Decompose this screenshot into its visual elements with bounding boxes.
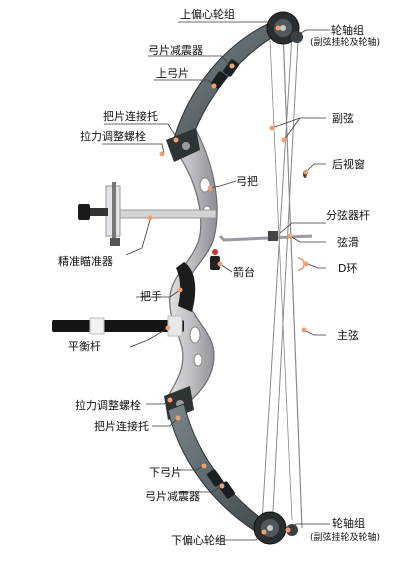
cable-a xyxy=(261,34,293,523)
leader-upper-cam xyxy=(178,21,279,29)
leader-lower-axle xyxy=(287,523,330,531)
label-main-string: 主弦 xyxy=(337,329,359,342)
label-lower-limb-damper: 弓片减震器 xyxy=(145,490,200,503)
label-upper-cam: 上偏心轮组 xyxy=(180,8,235,21)
leader-lower-cam xyxy=(216,531,265,541)
label-cable-slide: 弦滑 xyxy=(337,236,359,249)
label-lower-axle-note: (副弦挂轮及轮轴) xyxy=(310,533,381,543)
leader-upper-damper xyxy=(148,55,231,67)
leader-lower-limb xyxy=(176,465,205,471)
leader-lower-damper xyxy=(178,485,223,493)
cable-guard-rod xyxy=(218,231,313,242)
label-lower-axle-group: 轮轴组 xyxy=(332,517,365,530)
label-riser: 弓把 xyxy=(236,175,258,188)
label-cable-guard: 分弦器杆 xyxy=(326,209,370,222)
label-upper-tension-bolt: 拉力调整螺栓 xyxy=(80,130,146,143)
upper-limb-pocket xyxy=(166,128,200,162)
cable-b xyxy=(271,39,299,531)
leader-peep xyxy=(305,163,326,173)
lower-cam xyxy=(253,511,298,545)
leader-upper-pocket xyxy=(104,123,179,141)
label-lower-limb-pocket: 把片连接托 xyxy=(94,420,149,433)
leader-d-loop xyxy=(307,263,326,269)
label-lower-cam: 下偏心轮组 xyxy=(171,534,226,547)
label-sight: 精准瞄准器 xyxy=(58,255,113,268)
bow-strings xyxy=(261,29,303,531)
label-d-loop: D环 xyxy=(338,262,358,275)
leader-cable-guard xyxy=(279,222,326,234)
leader-stabilizer xyxy=(129,327,169,348)
leader-lower-pocket xyxy=(152,417,179,427)
label-arrow-rest: 箭台 xyxy=(233,266,255,279)
leader-sight xyxy=(125,219,151,256)
label-upper-limb: 上弓片 xyxy=(156,67,189,80)
leader-main-string xyxy=(303,329,326,336)
precision-sight xyxy=(78,182,217,246)
d-loop xyxy=(297,257,305,271)
leader-cable-2 xyxy=(283,117,301,141)
arrow-rest xyxy=(210,249,220,270)
marker-dots xyxy=(147,25,309,535)
leader-upper-limb xyxy=(154,79,215,87)
label-upper-axle-group: 轮轴组 xyxy=(331,24,364,37)
label-stabilizer: 平衡杆 xyxy=(68,340,101,353)
label-cable: 副弦 xyxy=(332,112,354,125)
stabilizer xyxy=(52,315,184,337)
leader-cable-slide xyxy=(289,235,326,243)
leader-upper-axle xyxy=(295,29,330,37)
main-string xyxy=(282,29,303,529)
cable-c xyxy=(269,39,293,521)
label-upper-axle-note: (副弦挂轮及轮轴) xyxy=(310,38,381,48)
label-lower-limb: 下弓片 xyxy=(149,466,182,479)
riser xyxy=(165,129,218,409)
leader-lines xyxy=(102,21,330,541)
label-peep-sight: 后视窗 xyxy=(332,158,365,171)
label-grip: 把手 xyxy=(140,290,162,303)
grip xyxy=(176,262,196,312)
upper-cam xyxy=(266,11,303,45)
label-upper-limb-pocket: 把片连接托 xyxy=(103,110,158,123)
label-upper-limb-damper: 弓片减震器 xyxy=(148,44,203,57)
leader-upper-bolt xyxy=(102,143,165,155)
leader-grip xyxy=(136,289,181,298)
leader-riser xyxy=(209,180,237,189)
label-lower-tension-bolt: 拉力调整螺栓 xyxy=(75,399,141,412)
